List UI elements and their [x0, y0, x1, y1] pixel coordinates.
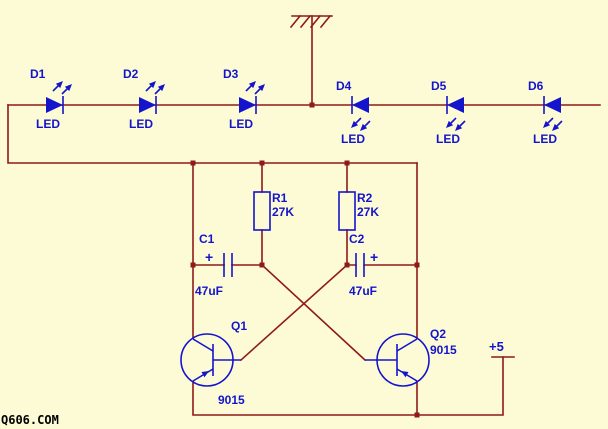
bottom-rail-wire: [192, 356, 504, 416]
resistor-r1: R1 27K: [253, 191, 294, 231]
wires: [7, 15, 601, 416]
capacitor-ref-label: C2: [349, 232, 365, 246]
polarity-plus-sign: +: [205, 249, 213, 265]
ground-symbol: [289, 14, 333, 29]
capacitor-ref-label: C1: [199, 232, 215, 246]
emitter-lead: [396, 368, 418, 382]
transistor-value-label: 9015: [430, 343, 457, 357]
capacitor-c1: C1 + 47uF: [195, 232, 233, 298]
power-label: +5: [489, 339, 504, 354]
resistor-value-label: 27K: [272, 205, 294, 219]
led-type-label: LED: [533, 132, 557, 146]
resistor-value-label: 27K: [357, 205, 379, 219]
led-type-label: LED: [129, 117, 153, 131]
transistor-value-label: 9015: [218, 393, 245, 407]
led-d6: D6 LED: [528, 79, 563, 146]
transistor-q2: Q2 9015: [365, 327, 457, 387]
led-d2: D2 LED: [123, 67, 166, 131]
transistor-q1: Q1 9015: [180, 319, 247, 407]
led-ref-label: D1: [30, 67, 46, 81]
watermark: Q606.COM: [1, 413, 59, 427]
junction-dots: [190, 102, 420, 418]
led-type-label: LED: [229, 117, 253, 131]
resistor-lead-wires: [261, 162, 348, 266]
power-terminal: +5: [489, 339, 504, 354]
led-type-label: LED: [341, 132, 365, 146]
resistor-ref-label: R2: [357, 191, 373, 205]
led-type-label: LED: [436, 132, 460, 146]
capacitor-c2: C2 + 47uF: [349, 232, 378, 298]
emitter-arrow-icon: [201, 371, 209, 378]
led-d3: D3 LED: [223, 67, 266, 131]
transistor-ref-label: Q2: [430, 327, 446, 341]
collector-lead: [396, 338, 418, 352]
led-ref-label: D3: [223, 67, 239, 81]
collector-lead: [192, 338, 214, 352]
resistor-body: [253, 191, 271, 231]
emitter-lead: [192, 368, 214, 382]
led-d5: D5 LED: [431, 79, 466, 146]
led-ref-label: D5: [431, 79, 447, 93]
led-d1: D1 LED: [30, 67, 73, 131]
capacitor-value-label: 47uF: [195, 284, 223, 298]
capacitor-value-label: 47uF: [349, 284, 377, 298]
resistor-r2: R2 27K: [338, 191, 379, 231]
emitter-arrow-icon: [401, 371, 409, 378]
mid-bus-wire: [7, 104, 418, 164]
resistor-ref-label: R1: [272, 191, 288, 205]
led-ref-label: D6: [528, 79, 544, 93]
led-ref-label: D4: [336, 79, 352, 93]
resistor-body: [338, 191, 356, 231]
polarity-plus-sign: +: [370, 249, 378, 265]
led-ref-label: D2: [123, 67, 139, 81]
led-d4: D4 LED: [336, 79, 371, 146]
cross-coupling-wires: [239, 263, 367, 362]
led-type-label: LED: [36, 117, 60, 131]
transistor-ref-label: Q1: [231, 319, 247, 333]
